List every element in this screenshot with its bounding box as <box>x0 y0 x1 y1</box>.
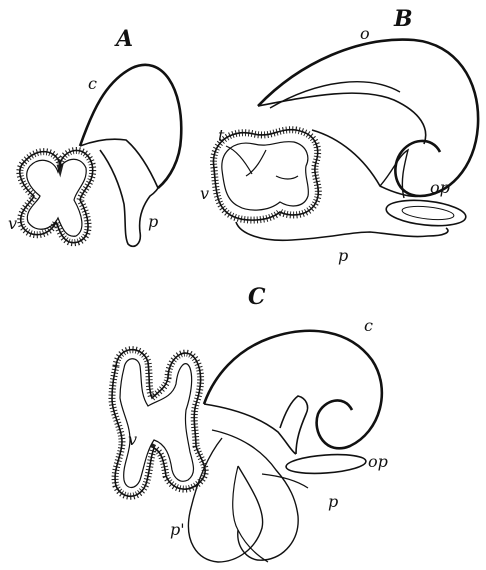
panel-b-shell <box>258 40 478 196</box>
panel-b-letter: B <box>394 8 413 30</box>
panel-c-label-velum: v <box>128 432 137 448</box>
panel-b-velum-outer <box>213 130 318 220</box>
panel-b-tentacle <box>226 146 298 179</box>
panel-a-label-foot: p <box>148 214 158 230</box>
panel-c-operculum <box>285 452 366 476</box>
panel-a-letter: A <box>116 28 133 50</box>
panel-c-propodium-inner <box>233 466 268 562</box>
panel-c-letter: C <box>248 286 266 308</box>
panel-a-label-shell: c <box>88 76 97 92</box>
panel-b-label-velum: v <box>200 186 209 202</box>
panel-b-label-shell: o <box>360 26 370 42</box>
panel-c-label-foot: p <box>328 494 338 510</box>
panel-c-label-operculum: op <box>368 454 388 470</box>
panel-b-label-tentacle: t <box>218 128 224 144</box>
panel-c-label-propodium: p' <box>170 522 185 538</box>
panel-c-shell-spur <box>280 396 308 454</box>
panel-b-label-operculum: op <box>430 180 450 196</box>
panel-c-shell <box>204 331 382 449</box>
panel-c <box>112 331 382 562</box>
panel-b-velum-cilia <box>213 130 318 220</box>
panel-a-label-velum: v <box>8 216 17 232</box>
panel-c-label-shell: c <box>364 318 373 334</box>
panel-b-operculum <box>385 197 467 229</box>
panel-a-foot <box>100 150 158 246</box>
panel-b-operculum-inner <box>402 204 455 221</box>
panel-b <box>213 40 478 241</box>
panel-c-velum-inner <box>120 359 194 488</box>
panel-b-label-foot: p <box>338 248 348 264</box>
panel-b-shell-inner <box>270 82 400 108</box>
panel-c-shell-aperture <box>204 404 296 454</box>
